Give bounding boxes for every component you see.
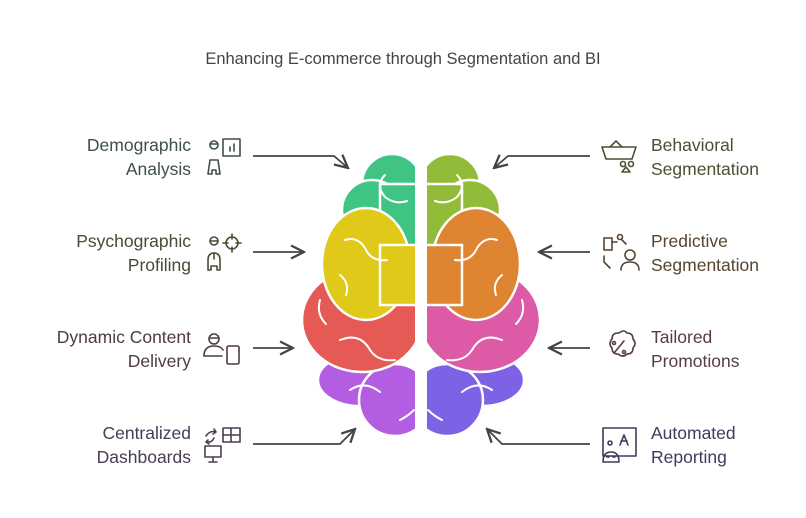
label-centralized-dashboards: Centralized Dashboards	[97, 421, 191, 469]
label-line: Tailored	[651, 327, 713, 347]
label-line: Dynamic Content	[56, 327, 191, 347]
label-line: Reporting	[651, 447, 727, 467]
shopping-basket-icon	[601, 140, 637, 173]
lobe-predictive	[427, 206, 522, 322]
arrow-automated	[487, 429, 590, 445]
robot-report-icon	[602, 427, 637, 463]
person-target-icon	[207, 233, 242, 271]
label-line: Centralized	[102, 423, 191, 443]
brain-left-hemisphere	[300, 152, 415, 438]
label-line: Profiling	[127, 255, 191, 275]
percent-badge-icon	[609, 330, 636, 357]
label-tailored-promotions: Tailored Promotions	[651, 325, 740, 373]
label-line: Demographic	[86, 135, 191, 155]
presenter-chart-icon	[207, 138, 241, 175]
label-dynamic-content-delivery: Dynamic Content Delivery	[57, 325, 191, 373]
label-behavioral-segmentation: Behavioral Segmentation	[651, 133, 759, 181]
dashboard-monitor-icon	[204, 427, 241, 463]
label-demographic-analysis: Demographic Analysis	[87, 133, 191, 181]
brain-folds-left	[317, 174, 415, 421]
brain-folds-right	[427, 174, 525, 421]
lobe-psychographic	[320, 206, 415, 322]
label-line: Behavioral	[651, 135, 734, 155]
label-line: Dashboards	[96, 447, 191, 467]
label-line: Predictive	[651, 231, 728, 251]
label-predictive-segmentation: Predictive Segmentation	[651, 229, 759, 277]
arrow-centralized	[253, 429, 355, 445]
label-line: Promotions	[651, 351, 740, 371]
label-line: Segmentation	[651, 159, 759, 179]
label-line: Analysis	[125, 159, 191, 179]
person-device-icon	[203, 333, 240, 365]
predictive-people-icon	[603, 233, 640, 271]
arrow-demographic	[253, 156, 348, 168]
arrow-behavioral	[494, 156, 590, 168]
label-automated-reporting: Automated Reporting	[651, 421, 736, 469]
connector-arrows	[253, 156, 590, 445]
label-line: Psychographic	[76, 231, 191, 251]
label-line: Segmentation	[651, 255, 759, 275]
label-line: Delivery	[127, 351, 191, 371]
label-line: Automated	[651, 423, 736, 443]
diagram-title: Enhancing E-commerce through Segmentatio…	[205, 50, 601, 68]
brain-right-hemisphere	[427, 152, 542, 438]
label-psychographic-profiling: Psychographic Profiling	[76, 229, 191, 277]
